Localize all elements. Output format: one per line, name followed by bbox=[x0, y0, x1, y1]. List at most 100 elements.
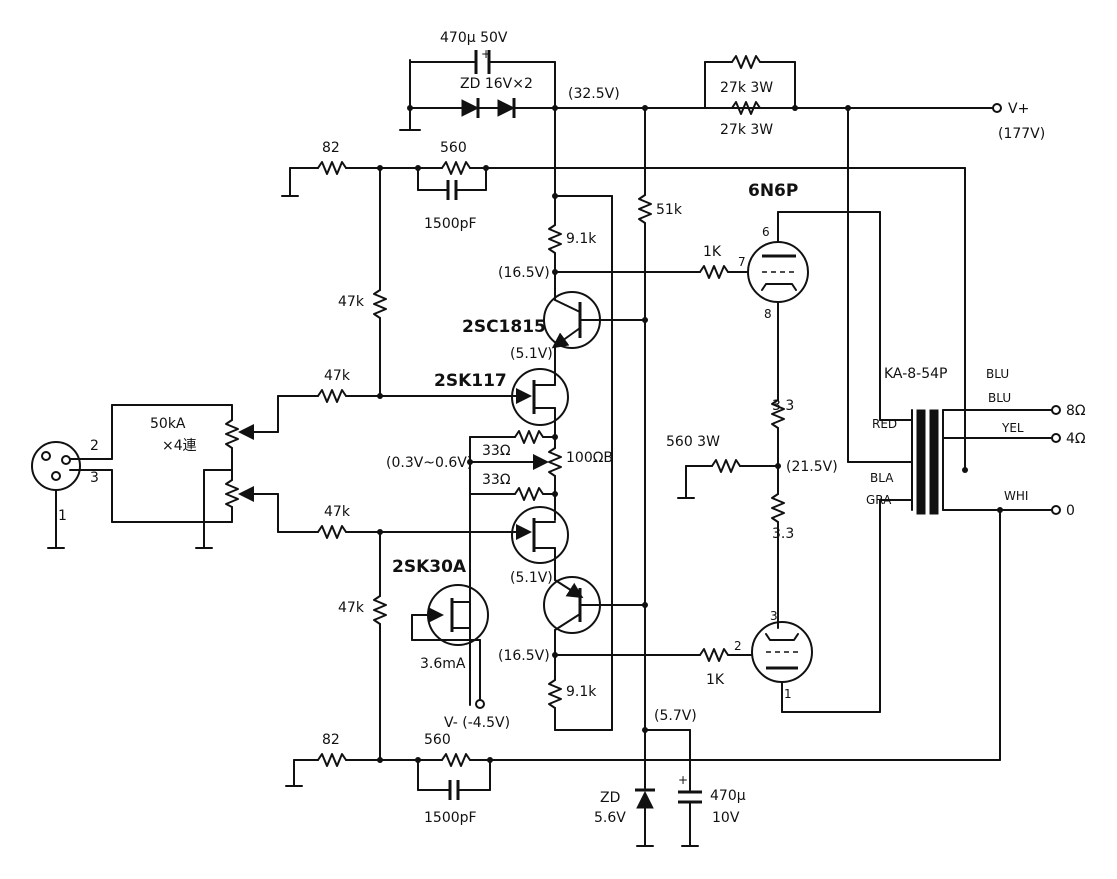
r560-top-label: 560 bbox=[440, 140, 467, 156]
r82-top-label: 82 bbox=[322, 140, 340, 156]
bla-label: BLA bbox=[870, 471, 894, 485]
out8-label: 8Ω bbox=[1066, 403, 1086, 419]
q-2sc1815-label: 2SC1815 bbox=[462, 317, 546, 337]
v165-top-label: (16.5V) bbox=[498, 265, 550, 281]
zener-16v-x2 bbox=[461, 98, 516, 118]
pin2-label: 2 bbox=[734, 639, 742, 653]
r82-bot-label: 82 bbox=[322, 732, 340, 748]
xlr-pin2: 2 bbox=[90, 438, 99, 454]
r33-c-label: 3.3 bbox=[772, 398, 794, 414]
pot-50k-label: 50kA bbox=[150, 416, 186, 432]
resistor-47k-vertical-bottom bbox=[373, 531, 387, 761]
out0-label: 0 bbox=[1066, 503, 1075, 519]
whi-label: WHI bbox=[1004, 489, 1028, 503]
c470-bot-label: 470μ bbox=[710, 788, 746, 804]
v32-label: (32.5V) bbox=[568, 86, 620, 102]
fet-2sk30a bbox=[411, 581, 489, 701]
i-36ma-label: 3.6mA bbox=[420, 656, 466, 672]
gra-label: GRA bbox=[866, 493, 892, 507]
transistor-2sc1815 bbox=[543, 291, 646, 349]
out-0-terminal bbox=[1051, 505, 1061, 515]
v165-bot-label: (16.5V) bbox=[498, 648, 550, 664]
xfmr-label: KA-8-54P bbox=[884, 366, 947, 382]
vminus-terminal bbox=[475, 699, 485, 709]
top-feedback-network bbox=[281, 161, 966, 471]
r1k-bot-label: 1K bbox=[706, 672, 725, 688]
resistor-47k-vertical-top bbox=[373, 167, 387, 397]
pin6-label: 6 bbox=[762, 225, 770, 239]
resistor-27k-3w-pair bbox=[704, 55, 796, 115]
out-4ohm-terminal bbox=[1051, 433, 1061, 443]
q-2sk30a-label: 2SK30A bbox=[392, 557, 467, 577]
resistor-47k-horizontal-upper bbox=[238, 389, 501, 440]
bottom-feedback-network bbox=[285, 509, 1001, 800]
resistor-1k-top bbox=[699, 265, 749, 279]
r27k-b-label: 27k 3W bbox=[720, 122, 773, 138]
r47k-v1-label: 47k bbox=[338, 294, 365, 310]
r47k-h2-label: 47k bbox=[324, 504, 351, 520]
cathode-network bbox=[677, 399, 785, 629]
zd-bot-label: ZD bbox=[600, 790, 620, 806]
zd-bot-v-label: 5.6V bbox=[594, 810, 626, 826]
lower-driver-column bbox=[548, 654, 701, 731]
fet-2sk117-top bbox=[499, 345, 569, 438]
v177-label: (177V) bbox=[998, 126, 1045, 142]
out-8ohm-terminal bbox=[1051, 405, 1061, 415]
transistor-bottom-bipolar bbox=[543, 576, 646, 681]
c-top-label: 470μ 50V bbox=[440, 30, 508, 46]
r47k-h1-label: 47k bbox=[324, 368, 351, 384]
r91-top-label: 9.1k bbox=[566, 231, 597, 247]
yel-label: YEL bbox=[1001, 421, 1024, 435]
red-label: RED bbox=[872, 417, 897, 431]
xlr-pin3: 3 bbox=[90, 470, 99, 486]
upper-driver-column bbox=[548, 107, 701, 731]
zd-top-label: ZD 16V×2 bbox=[460, 76, 533, 92]
pin8-label: 8 bbox=[764, 307, 772, 321]
cap-plus-bot: + bbox=[678, 773, 688, 787]
vminus-label: V- (-4.5V) bbox=[444, 715, 510, 731]
r560-bot-label: 560 bbox=[424, 732, 451, 748]
blu1-label: BLU bbox=[986, 367, 1009, 381]
q-2sk117-label: 2SK117 bbox=[434, 371, 507, 391]
vplus-terminal bbox=[992, 103, 1002, 113]
v51-top-label: (5.1V) bbox=[510, 346, 553, 362]
xlr-input-connector bbox=[31, 404, 233, 549]
resistor-47k-horizontal-lower bbox=[238, 486, 501, 539]
c470-bot-v-label: 10V bbox=[712, 810, 740, 826]
v51-bot-label: (5.1V) bbox=[510, 570, 553, 586]
xlr-pin1: 1 bbox=[58, 508, 67, 524]
out4-label: 4Ω bbox=[1066, 431, 1086, 447]
r1k-top-label: 1K bbox=[703, 244, 722, 260]
v57-label: (5.7V) bbox=[654, 708, 697, 724]
capacitor-470u-50v: + bbox=[474, 47, 491, 74]
pin1-label: 1 bbox=[784, 687, 792, 701]
c1500-top-label: 1500pF bbox=[424, 216, 477, 232]
r33-b-label: 33Ω bbox=[482, 472, 511, 488]
r560-3w-label: 560 3W bbox=[666, 434, 720, 450]
bottom-supply bbox=[635, 729, 702, 847]
svg-text:+: + bbox=[481, 47, 491, 61]
c1500-bot-label: 1500pF bbox=[424, 810, 477, 826]
fet-2sk117-bottom bbox=[499, 493, 569, 581]
pin7-label: 7 bbox=[738, 255, 746, 269]
v03-label: (0.3V~0.6V) bbox=[386, 455, 472, 471]
vplus-label: V+ bbox=[1008, 101, 1029, 117]
r100b-label: 100ΩB bbox=[566, 450, 613, 466]
balance-network bbox=[469, 430, 562, 706]
r33-a-label: 33Ω bbox=[482, 443, 511, 459]
resistor-51k bbox=[638, 107, 652, 731]
resistor-1k-bottom bbox=[699, 648, 753, 662]
pot-x4-label: ×4連 bbox=[162, 438, 197, 454]
r91-bot-label: 9.1k bbox=[566, 684, 597, 700]
r51k-label: 51k bbox=[656, 202, 683, 218]
v215-label: (21.5V) bbox=[786, 459, 838, 475]
r27k-a-label: 27k 3W bbox=[720, 80, 773, 96]
tube-name-label: 6N6P bbox=[748, 181, 798, 201]
blu2-label: BLU bbox=[988, 391, 1011, 405]
output-transformer bbox=[847, 107, 1053, 515]
r47k-v2-label: 47k bbox=[338, 600, 365, 616]
potentiometer-50ka bbox=[195, 419, 239, 549]
tube-6n6p-bottom bbox=[751, 499, 881, 713]
pin3-label: 3 bbox=[770, 609, 778, 623]
